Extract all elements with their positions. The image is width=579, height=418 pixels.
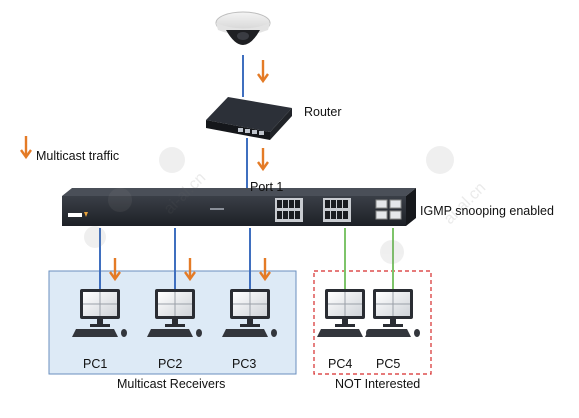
pc1-label: PC1 bbox=[83, 357, 108, 371]
switch-port bbox=[295, 211, 300, 219]
switch-note-label: IGMP snooping enabled bbox=[420, 204, 554, 218]
router-label: Router bbox=[304, 105, 342, 119]
switch-sfp-port bbox=[375, 210, 388, 220]
receivers-group-label: Multicast Receivers bbox=[117, 377, 226, 391]
multicast-source-camera-icon bbox=[215, 11, 271, 45]
arrow-pc3 bbox=[258, 256, 272, 281]
switch-port bbox=[337, 211, 342, 219]
switch-port bbox=[277, 211, 282, 219]
switch-port bbox=[325, 211, 330, 219]
switch-port bbox=[283, 211, 288, 219]
switch-port bbox=[289, 211, 294, 219]
pc2-label: PC2 bbox=[158, 357, 183, 371]
switch-port bbox=[277, 200, 282, 208]
arrow-pc2 bbox=[183, 256, 197, 281]
switch-ports bbox=[275, 198, 402, 222]
port-label: Port 1 bbox=[250, 180, 284, 194]
pc3-label: PC3 bbox=[232, 357, 257, 371]
switch-sfp-port bbox=[389, 210, 402, 220]
switch-port bbox=[337, 200, 342, 208]
switch-sfp-port bbox=[375, 199, 388, 209]
legend-label: Multicast traffic bbox=[36, 149, 120, 163]
switch-port bbox=[295, 200, 300, 208]
switch-port bbox=[331, 211, 336, 219]
switch-port bbox=[343, 211, 348, 219]
switch-port bbox=[331, 200, 336, 208]
pc5-label: PC5 bbox=[376, 357, 401, 371]
switch-port bbox=[283, 200, 288, 208]
switch-port bbox=[289, 200, 294, 208]
pc5-icon bbox=[364, 288, 421, 338]
arrow-router-switch bbox=[256, 146, 270, 171]
arrow-pc1 bbox=[108, 256, 122, 281]
legend-arrow bbox=[19, 134, 33, 159]
arrow-camera-router bbox=[256, 58, 270, 83]
pc4-icon bbox=[316, 288, 373, 338]
pc4-label: PC4 bbox=[328, 357, 353, 371]
switch-sfp-port bbox=[389, 199, 402, 209]
not-interested-group-box bbox=[313, 270, 432, 375]
switch-port bbox=[325, 200, 330, 208]
router-icon bbox=[206, 97, 292, 140]
not-interested-group-label: NOT Interested bbox=[335, 377, 421, 391]
switch-port bbox=[343, 200, 348, 208]
